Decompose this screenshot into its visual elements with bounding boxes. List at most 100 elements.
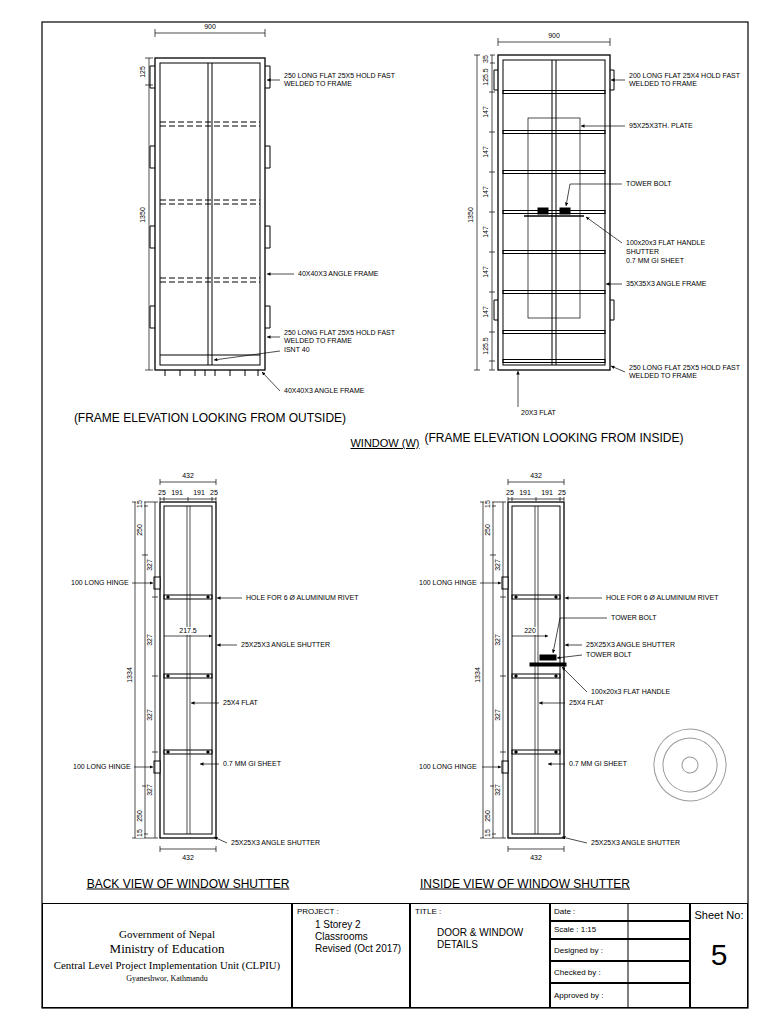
designed-cell: Designed by : <box>550 939 690 961</box>
scale-cell: Scale : 1:15 <box>550 921 690 939</box>
dimension: 147 <box>482 305 490 319</box>
dimension: 327 <box>146 783 154 797</box>
dimension: 250 <box>484 809 492 823</box>
callout-note: SHUTTER <box>625 248 660 256</box>
callout-note: 250 LONG FLAT 25X5 HOLD FAST WELDED TO F… <box>283 72 397 88</box>
cell-text: Approved by : <box>554 990 686 1002</box>
dimension: 191 <box>540 489 554 497</box>
dimension: 327 <box>146 558 154 572</box>
callout-note: 100 LONG HINGE <box>70 579 130 587</box>
cell-text: Scale : 1:15 <box>554 924 686 936</box>
dimension: 217.5 <box>178 627 198 635</box>
callout-note: 25X4 FLAT <box>222 699 259 707</box>
dimension: 900 <box>203 23 217 31</box>
dimension: 432 <box>529 854 543 862</box>
cell-text: 1 Storey 2 Classrooms Revised (Oct 2017) <box>297 919 405 955</box>
dimension: 25 <box>209 489 219 497</box>
dimension: 15 <box>136 499 144 509</box>
dimension: 900 <box>547 32 561 40</box>
callout-note: 200 LONG FLAT 25X4 HOLD FAST WELDED TO F… <box>628 72 745 88</box>
drawing-title: WINDOW (W) <box>349 437 420 449</box>
callout-note: 25X25X3 ANGLE SHUTTER <box>230 839 321 847</box>
dimension: 25 <box>157 489 167 497</box>
organisation-cell: Government of NepalMinistry of Education… <box>42 903 292 1008</box>
dimension: 432 <box>181 854 195 862</box>
dimension: 327 <box>494 783 502 797</box>
callout-note: 35X35X3 ANGLE FRAME <box>625 280 708 288</box>
callout-note: 100 LONG HINGE <box>418 763 478 771</box>
callout-note: 25X4 FLAT <box>568 699 605 707</box>
callout-note: 95X25X3TH. PLATE <box>628 122 694 130</box>
dimension: 15 <box>484 828 492 838</box>
dimension: 125 <box>139 65 147 79</box>
date-cell: Date : <box>550 903 690 921</box>
dimension: 35 <box>482 54 490 64</box>
cell-text: Checked by : <box>554 967 686 979</box>
callout-note: 250 LONG FLAT 25X5 HOLD FAST WELDED TO F… <box>628 364 745 380</box>
dimension: 1350 <box>467 206 475 224</box>
dimension: 327 <box>146 708 154 722</box>
dimension: 327 <box>494 633 502 647</box>
dimension: 147 <box>482 225 490 239</box>
callout-note: 250 LONG FLAT 25X5 HOLD FAST WELDED TO F… <box>283 329 403 345</box>
view-title: (FRAME ELEVATION LOOKING FROM INSIDE) <box>424 432 685 445</box>
dimension: 1334 <box>126 666 134 684</box>
callout-note: ISNT 40 <box>283 346 311 354</box>
callout-note: 0.7 MM GI SHEET <box>625 257 685 265</box>
dimension: 25 <box>505 489 515 497</box>
callout-note: 0.7 MM GI SHEET <box>222 760 282 768</box>
callout-note: TOWER BOLT <box>610 614 658 622</box>
cell-text: Sheet No: <box>693 908 745 922</box>
dimension: 432 <box>181 472 195 480</box>
dimension: 147 <box>482 145 490 159</box>
cell-text: 5 <box>693 938 745 972</box>
dimension: 191 <box>192 489 206 497</box>
dimension: 220 <box>523 627 537 635</box>
callout-note: 40X40X3 ANGLE FRAME <box>283 387 366 395</box>
callout-note: 0.7 MM GI SHEET <box>568 760 628 768</box>
cell-text: Ministry of Education <box>110 941 225 957</box>
callout-note: HOLE FOR 6 Ø ALUMINIUM RIVET <box>245 594 359 602</box>
callout-note: TOWER BOLT <box>585 651 633 659</box>
callout-note: 100x20x3 FLAT HANDLE <box>625 239 706 247</box>
cell-text: TITLE : <box>415 907 545 917</box>
cell-text: Gyaneshwor, Kathmandu <box>126 973 207 984</box>
callout-note: 100 LONG HINGE <box>72 763 132 771</box>
dimension: 15 <box>484 499 492 509</box>
dimension: 125.5 <box>482 67 490 87</box>
callout-note: 20X3 FLAT <box>520 409 557 417</box>
dimension: 125.5 <box>482 336 490 356</box>
title-cell: TITLE : DOOR & WINDOW DETAILS <box>410 903 550 1008</box>
dimension: 15 <box>136 828 144 838</box>
dimension: 1350 <box>139 206 147 224</box>
cell-text: Designed by : <box>554 945 686 957</box>
dimension: 327 <box>494 708 502 722</box>
dimension: 147 <box>482 185 490 199</box>
approved-cell: Approved by : <box>550 983 690 1008</box>
checked-cell: Checked by : <box>550 961 690 983</box>
dimension: 1334 <box>474 666 482 684</box>
cell-text: DOOR & WINDOW DETAILS <box>415 927 545 951</box>
callout-note: 100x20x3 FLAT HANDLE <box>590 688 671 696</box>
dimension: 191 <box>518 489 532 497</box>
dimension: 191 <box>170 489 184 497</box>
view-title: (FRAME ELEVATION LOOKING FROM OUTSIDE) <box>73 412 347 425</box>
cell-text: PROJECT : <box>297 907 405 917</box>
dimension: 327 <box>494 558 502 572</box>
dimension: 250 <box>136 523 144 537</box>
dimension: 250 <box>136 809 144 823</box>
callout-note: 100 LONG HINGE <box>418 579 478 587</box>
callout-note: TOWER BOLT <box>625 180 673 188</box>
view-title: INSIDE VIEW OF WINDOW SHUTTER <box>419 878 631 891</box>
callout-note: 25X25X3 ANGLE SHUTTER <box>585 641 676 649</box>
dimension: 327 <box>146 633 154 647</box>
sheet-cell: Sheet No: 5 <box>690 903 748 1008</box>
callout-note: 25X25X3 ANGLE SHUTTER <box>590 839 681 847</box>
cell-text: Central Level Project Implementation Uni… <box>54 957 280 973</box>
view-title: BACK VIEW OF WINDOW SHUTTER <box>86 878 291 891</box>
callout-note: HOLE FOR 6 Ø ALUMINIUM RIVET <box>605 594 719 602</box>
dimension: 25 <box>557 489 567 497</box>
dimension: 147 <box>482 105 490 119</box>
